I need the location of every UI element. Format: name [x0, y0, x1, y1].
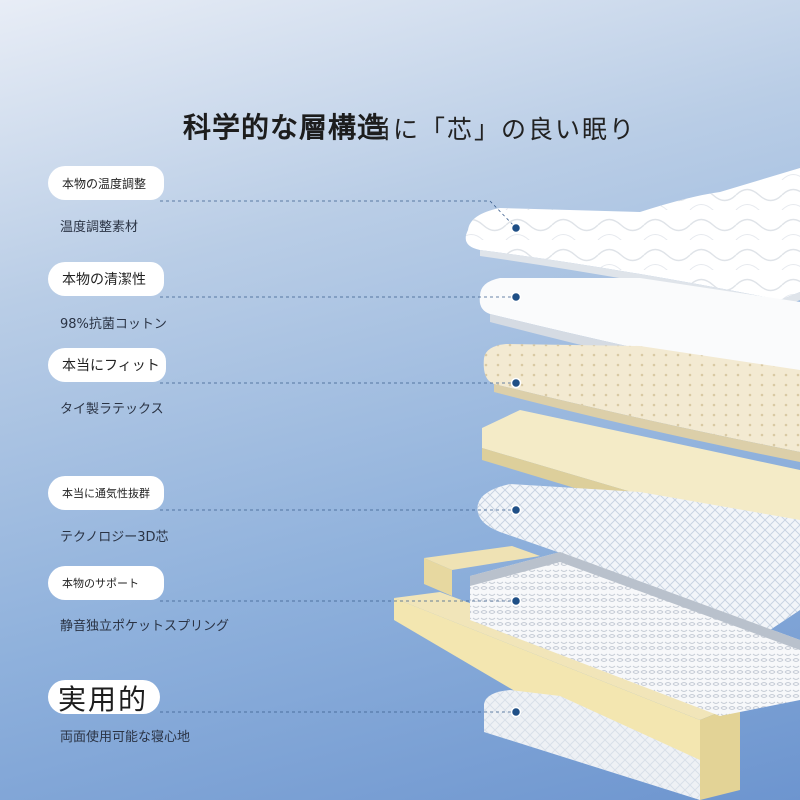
page-title: 当に「芯」の良い眠り 科学的な層構造: [0, 104, 800, 148]
feature-label-text: 本物のサポート: [62, 577, 139, 590]
feature-support-desc: 静音独立ポケットスプリング: [60, 619, 230, 634]
feature-label-text: 本当に通気性抜群: [62, 487, 150, 500]
feature-fit-desc: タイ製ラテックス: [60, 402, 164, 417]
feature-label-text: 本当にフィット: [62, 358, 160, 374]
feature-temperature-label: 本物の温度調整: [48, 166, 164, 200]
feature-cleanliness-desc: 98%抗菌コットン: [60, 317, 167, 332]
feature-support-label: 本物のサポート: [48, 566, 164, 600]
latex-layer: [483, 344, 800, 462]
leader-lines: [160, 200, 517, 713]
leader-dots: [510, 222, 522, 718]
mesh-3d-layer: [477, 484, 800, 630]
practical-label-text: 実用的: [58, 683, 149, 716]
feature-breathability-label: 本当に通気性抜群: [48, 476, 164, 510]
feature-label-text: 本物の清潔性: [62, 272, 146, 288]
practical-desc: 両面使用可能な寝心地: [60, 730, 191, 745]
feature-temperature-desc: 温度調整素材: [60, 220, 139, 235]
pocket-spring-layer: [470, 552, 800, 716]
feature-breathability-desc: テクノロジー3D芯: [60, 530, 169, 545]
practical-label: 実用的: [48, 680, 160, 716]
title-subtitle-text: 当に「芯」の良い眠り: [366, 115, 637, 144]
feature-label-text: 本物の温度調整: [62, 176, 147, 191]
feature-cleanliness-label: 本物の清潔性: [48, 262, 164, 296]
feature-fit-label: 本当にフィット: [48, 348, 166, 382]
bottom-quilted-layer: [484, 690, 700, 800]
title-bold-text: 科学的な層構造: [183, 111, 387, 144]
